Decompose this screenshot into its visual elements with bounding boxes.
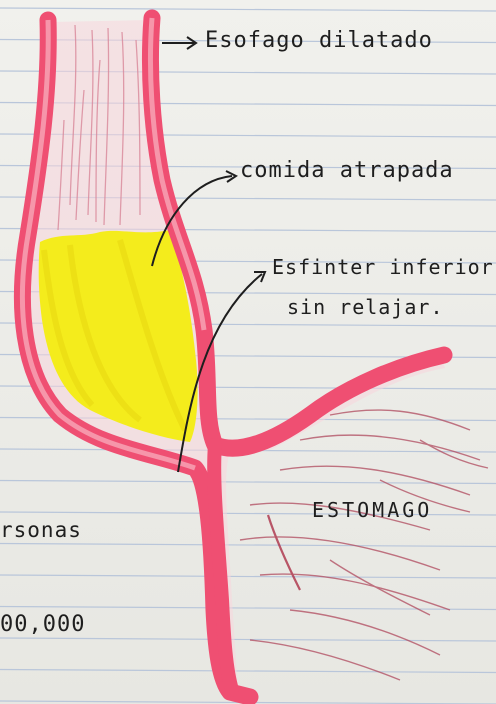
margin-text-fragment-1: rsonas	[0, 518, 82, 542]
ruled-line	[0, 607, 496, 610]
label-estomago: ESTOMAGO	[312, 498, 432, 522]
ruled-line	[0, 8, 496, 11]
ruled-line	[0, 575, 496, 578]
ruled-line	[0, 638, 496, 641]
margin-text-fragment-2: 00,000	[0, 612, 85, 637]
label-esofago-dilatado: Esofago dilatado	[205, 28, 433, 53]
ruled-line	[0, 544, 496, 547]
ruled-line	[0, 481, 496, 484]
label-comida-atrapada: comida atrapada	[240, 158, 454, 183]
ruled-line	[0, 670, 496, 673]
label-esfinter-line1: Esfinter inferior	[272, 255, 494, 279]
label-esfinter-line2: sin relajar.	[287, 295, 444, 319]
